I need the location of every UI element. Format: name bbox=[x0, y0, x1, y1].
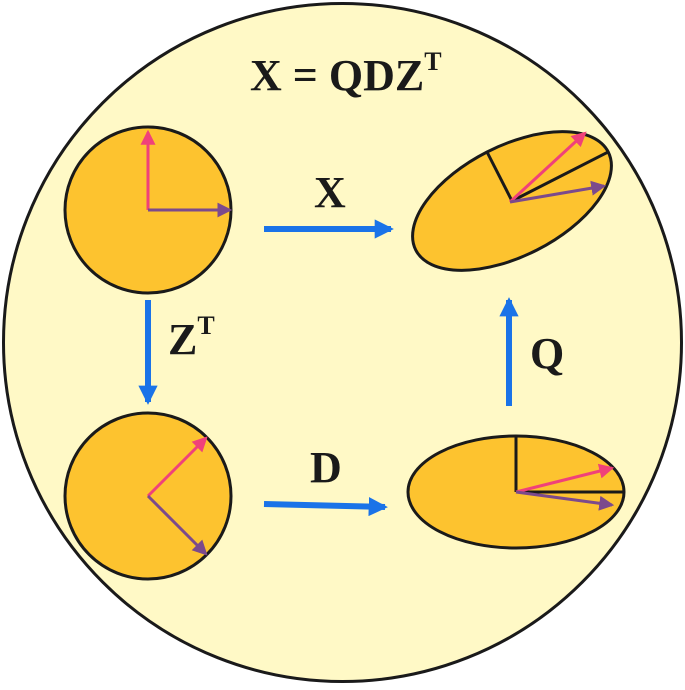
unit-circle-input bbox=[63, 125, 233, 295]
label-d: D bbox=[310, 443, 342, 492]
ellipse-scaled bbox=[406, 434, 626, 550]
output-vector-purple bbox=[509, 180, 607, 204]
label-zt: ZT bbox=[168, 311, 215, 364]
output-vector-pink bbox=[508, 131, 587, 204]
rotated-vector-purple bbox=[146, 494, 208, 556]
label-q: Q bbox=[530, 329, 564, 378]
rotated-vector-pink bbox=[146, 436, 208, 498]
output-axis-minor bbox=[485, 151, 514, 202]
title-equation: X = QDZT bbox=[250, 47, 442, 100]
title-main: X = QDZ bbox=[250, 51, 424, 100]
label-zt-superscript: T bbox=[197, 311, 214, 340]
arrow-d bbox=[263, 496, 388, 517]
unit-circle-rotated bbox=[63, 411, 233, 581]
label-x: X bbox=[314, 168, 346, 217]
scaled-vector-pink bbox=[515, 463, 615, 494]
scaled-vector-purple bbox=[515, 490, 615, 511]
label-zt-main: Z bbox=[168, 315, 197, 364]
output-axis-major bbox=[511, 150, 609, 203]
title-superscript: T bbox=[424, 47, 441, 76]
